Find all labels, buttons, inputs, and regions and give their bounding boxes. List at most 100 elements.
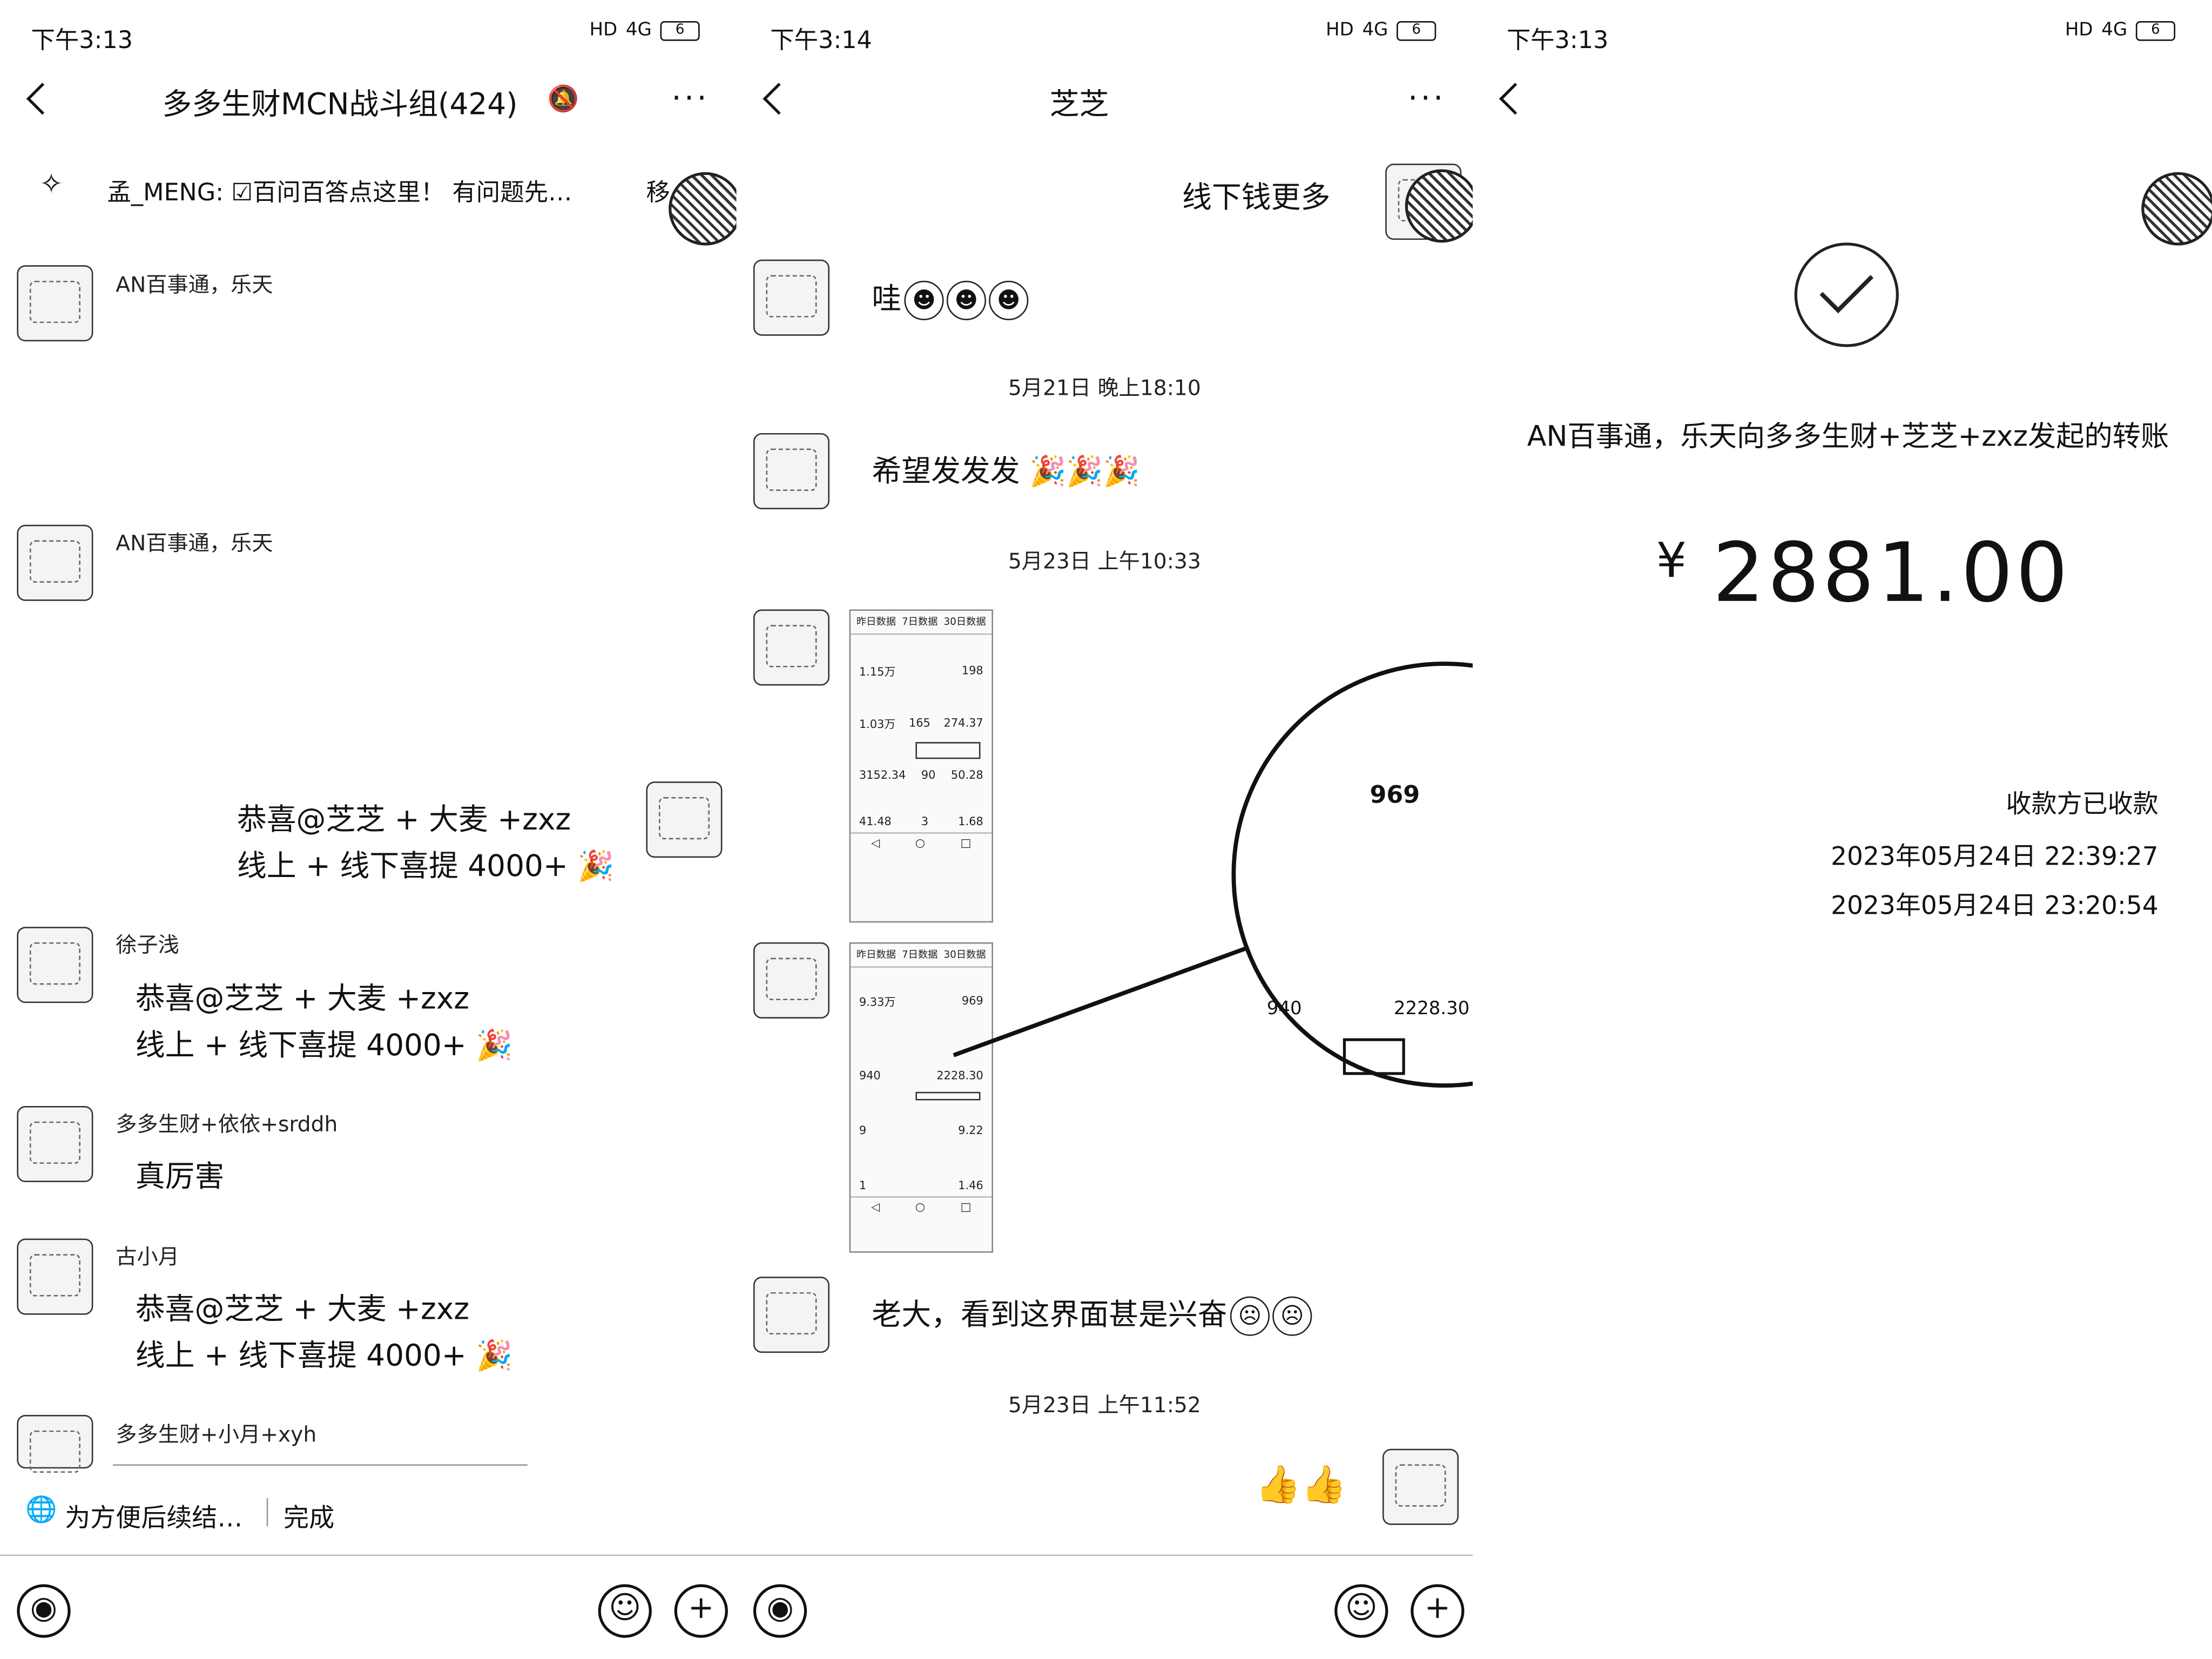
status-time: 下午3:14: [770, 26, 872, 55]
chat-message[interactable]: 老大，看到这界面甚是兴奋☹☹: [872, 1292, 1312, 1339]
transfer-time: 2023年05月24日 22:39:27: [1831, 842, 2159, 872]
status-bar: 下午3:14 HD 4G 6: [737, 11, 1473, 55]
pinduoduo-logo: [669, 172, 737, 246]
zoom-highlight-box: [1343, 1038, 1405, 1075]
sender-name: 多多生财+依依+srddh: [116, 1111, 338, 1137]
currency-symbol: ¥: [1656, 533, 1687, 590]
chat-message[interactable]: 哇☻☻☻: [872, 276, 1029, 323]
sender-name: 古小月: [116, 1244, 179, 1270]
transfer-detail-panel: 下午3:13 HD 4G 6 AN百事通，乐天向多多生财+芝芝+zxz发起的转账…: [1473, 0, 2212, 1659]
avatar[interactable]: [17, 265, 93, 342]
chat-message[interactable]: 恭喜@芝芝 + 大麦 +zxz 线上 + 线下喜提 4000+ 🎉: [135, 1292, 513, 1373]
voice-icon[interactable]: ◉: [753, 1584, 807, 1638]
avatar[interactable]: [17, 927, 93, 1003]
zoom-magnifier: 969 940 2228.30: [1231, 662, 1473, 1088]
avatar[interactable]: [753, 433, 830, 510]
timestamp: 5月23日 上午11:52: [1008, 1392, 1201, 1418]
status-bar: 下午3:13 HD 4G 6: [1473, 11, 2212, 55]
zoom-value: 969: [1370, 781, 1420, 810]
divider: [736, 1554, 1473, 1556]
pinned-icon: ✧: [39, 166, 63, 200]
hd-icon: HD: [1326, 19, 1354, 41]
emoji-icon[interactable]: ☺: [598, 1584, 652, 1638]
back-chevron-left-icon[interactable]: [20, 76, 57, 122]
notice-text: 为方便后续结…: [65, 1503, 243, 1534]
divider: [266, 1498, 268, 1527]
avatar[interactable]: [753, 942, 830, 1019]
back-chevron-left-icon[interactable]: [756, 76, 793, 122]
party-popper-icon: 🎉: [466, 1028, 513, 1062]
receive-time: 2023年05月24日 23:20:54: [1831, 891, 2159, 921]
signal-icon: 4G: [1362, 19, 1388, 41]
avatar[interactable]: [17, 1238, 93, 1315]
signal-icon: 4G: [625, 19, 652, 41]
sender-name: 多多生财+小月+xyh: [116, 1422, 317, 1448]
divider: [0, 1554, 737, 1556]
avatar[interactable]: [17, 524, 93, 601]
plus-icon[interactable]: +: [674, 1584, 728, 1638]
more-dots-icon[interactable]: ···: [671, 82, 710, 117]
laugh-emoji-icon: ☻: [946, 280, 986, 320]
avatar[interactable]: [753, 259, 830, 336]
party-popper-icon: 🎉: [568, 849, 615, 884]
own-message[interactable]: 线下钱更多: [1182, 180, 1331, 215]
sender-name: 徐子浅: [116, 932, 179, 958]
back-chevron-left-icon[interactable]: [1493, 76, 1529, 122]
chat-message[interactable]: 希望发发发 🎉🎉🎉: [872, 454, 1140, 488]
status-bar: 下午3:13 HD 4G 6: [0, 11, 737, 55]
zoom-value: 940: [1266, 999, 1302, 1020]
group-chat-panel: 下午3:13 HD 4G 6 多多生财MCN战斗组(424) 🔕 ··· ✧ 孟…: [0, 0, 737, 1659]
transfer-amount: 2881.00: [1712, 524, 2071, 621]
signal-icon: 4G: [2101, 19, 2128, 41]
battery-icon: 6: [1397, 20, 1437, 41]
voice-icon[interactable]: ◉: [17, 1584, 71, 1638]
emoji-icon[interactable]: ☺: [1334, 1584, 1388, 1638]
check-circle-icon: [1794, 242, 1899, 347]
pinduoduo-logo: [1405, 169, 1473, 243]
avatar[interactable]: [753, 1277, 830, 1353]
pinned-more: 移: [646, 179, 670, 207]
laugh-emoji-icon: ☻: [989, 280, 1029, 320]
notice-done-button[interactable]: 完成: [284, 1503, 335, 1534]
timestamp: 5月23日 上午10:33: [1008, 549, 1201, 575]
chat-title: 芝芝: [1049, 87, 1109, 122]
transfer-description: AN百事通，乐天向多多生财+芝芝+zxz发起的转账: [1527, 419, 2169, 453]
laugh-emoji-icon: ☻: [904, 280, 944, 320]
party-popper-icon: 🎉: [466, 1338, 513, 1373]
hd-icon: HD: [2065, 19, 2093, 41]
battery-icon: 6: [2135, 20, 2176, 41]
own-avatar[interactable]: [646, 781, 723, 858]
more-dots-icon[interactable]: ···: [1407, 82, 1446, 117]
excited-emoji-icon: ☹: [1230, 1296, 1270, 1336]
status-time: 下午3:13: [31, 26, 133, 55]
party-popper-icon: 🎉🎉🎉: [1020, 454, 1140, 488]
pinned-message[interactable]: 孟_MENG: ☑百问百答点这里！ 有问题先…: [107, 179, 572, 207]
sender-name: AN百事通，乐天: [116, 530, 273, 556]
globe-icon: 🌐: [25, 1495, 57, 1525]
own-message[interactable]: 恭喜@芝芝 + 大麦 +zxz 线上 + 线下喜提 4000+ 🎉: [237, 802, 615, 884]
avatar[interactable]: [17, 1105, 93, 1183]
pinduoduo-logo: [2141, 172, 2212, 246]
bell-off-icon: 🔕: [547, 84, 579, 114]
battery-icon: 6: [660, 20, 700, 41]
avatar[interactable]: [17, 1415, 93, 1473]
chat-title: 多多生财MCN战斗组(424): [162, 87, 518, 122]
chat-message[interactable]: 真厉害: [135, 1159, 225, 1193]
divider: [112, 1464, 528, 1466]
own-avatar[interactable]: [1382, 1448, 1459, 1525]
status-time: 下午3:13: [1506, 26, 1609, 55]
zoom-pointer-line: [953, 946, 1248, 1057]
sender-name: AN百事通，乐天: [116, 272, 273, 298]
plus-icon[interactable]: +: [1411, 1584, 1465, 1638]
timestamp: 5月21日 晚上18:10: [1008, 375, 1201, 401]
excited-emoji-icon: ☹: [1272, 1296, 1312, 1336]
thumbs-up-icon: 👍👍: [1255, 1464, 1347, 1507]
hd-icon: HD: [589, 19, 618, 41]
chat-message[interactable]: 恭喜@芝芝 + 大麦 +zxz 线上 + 线下喜提 4000+ 🎉: [135, 982, 513, 1062]
received-status: 收款方已收款: [2006, 790, 2159, 820]
avatar[interactable]: [753, 609, 830, 686]
zoom-value: 2228.30: [1393, 999, 1470, 1020]
